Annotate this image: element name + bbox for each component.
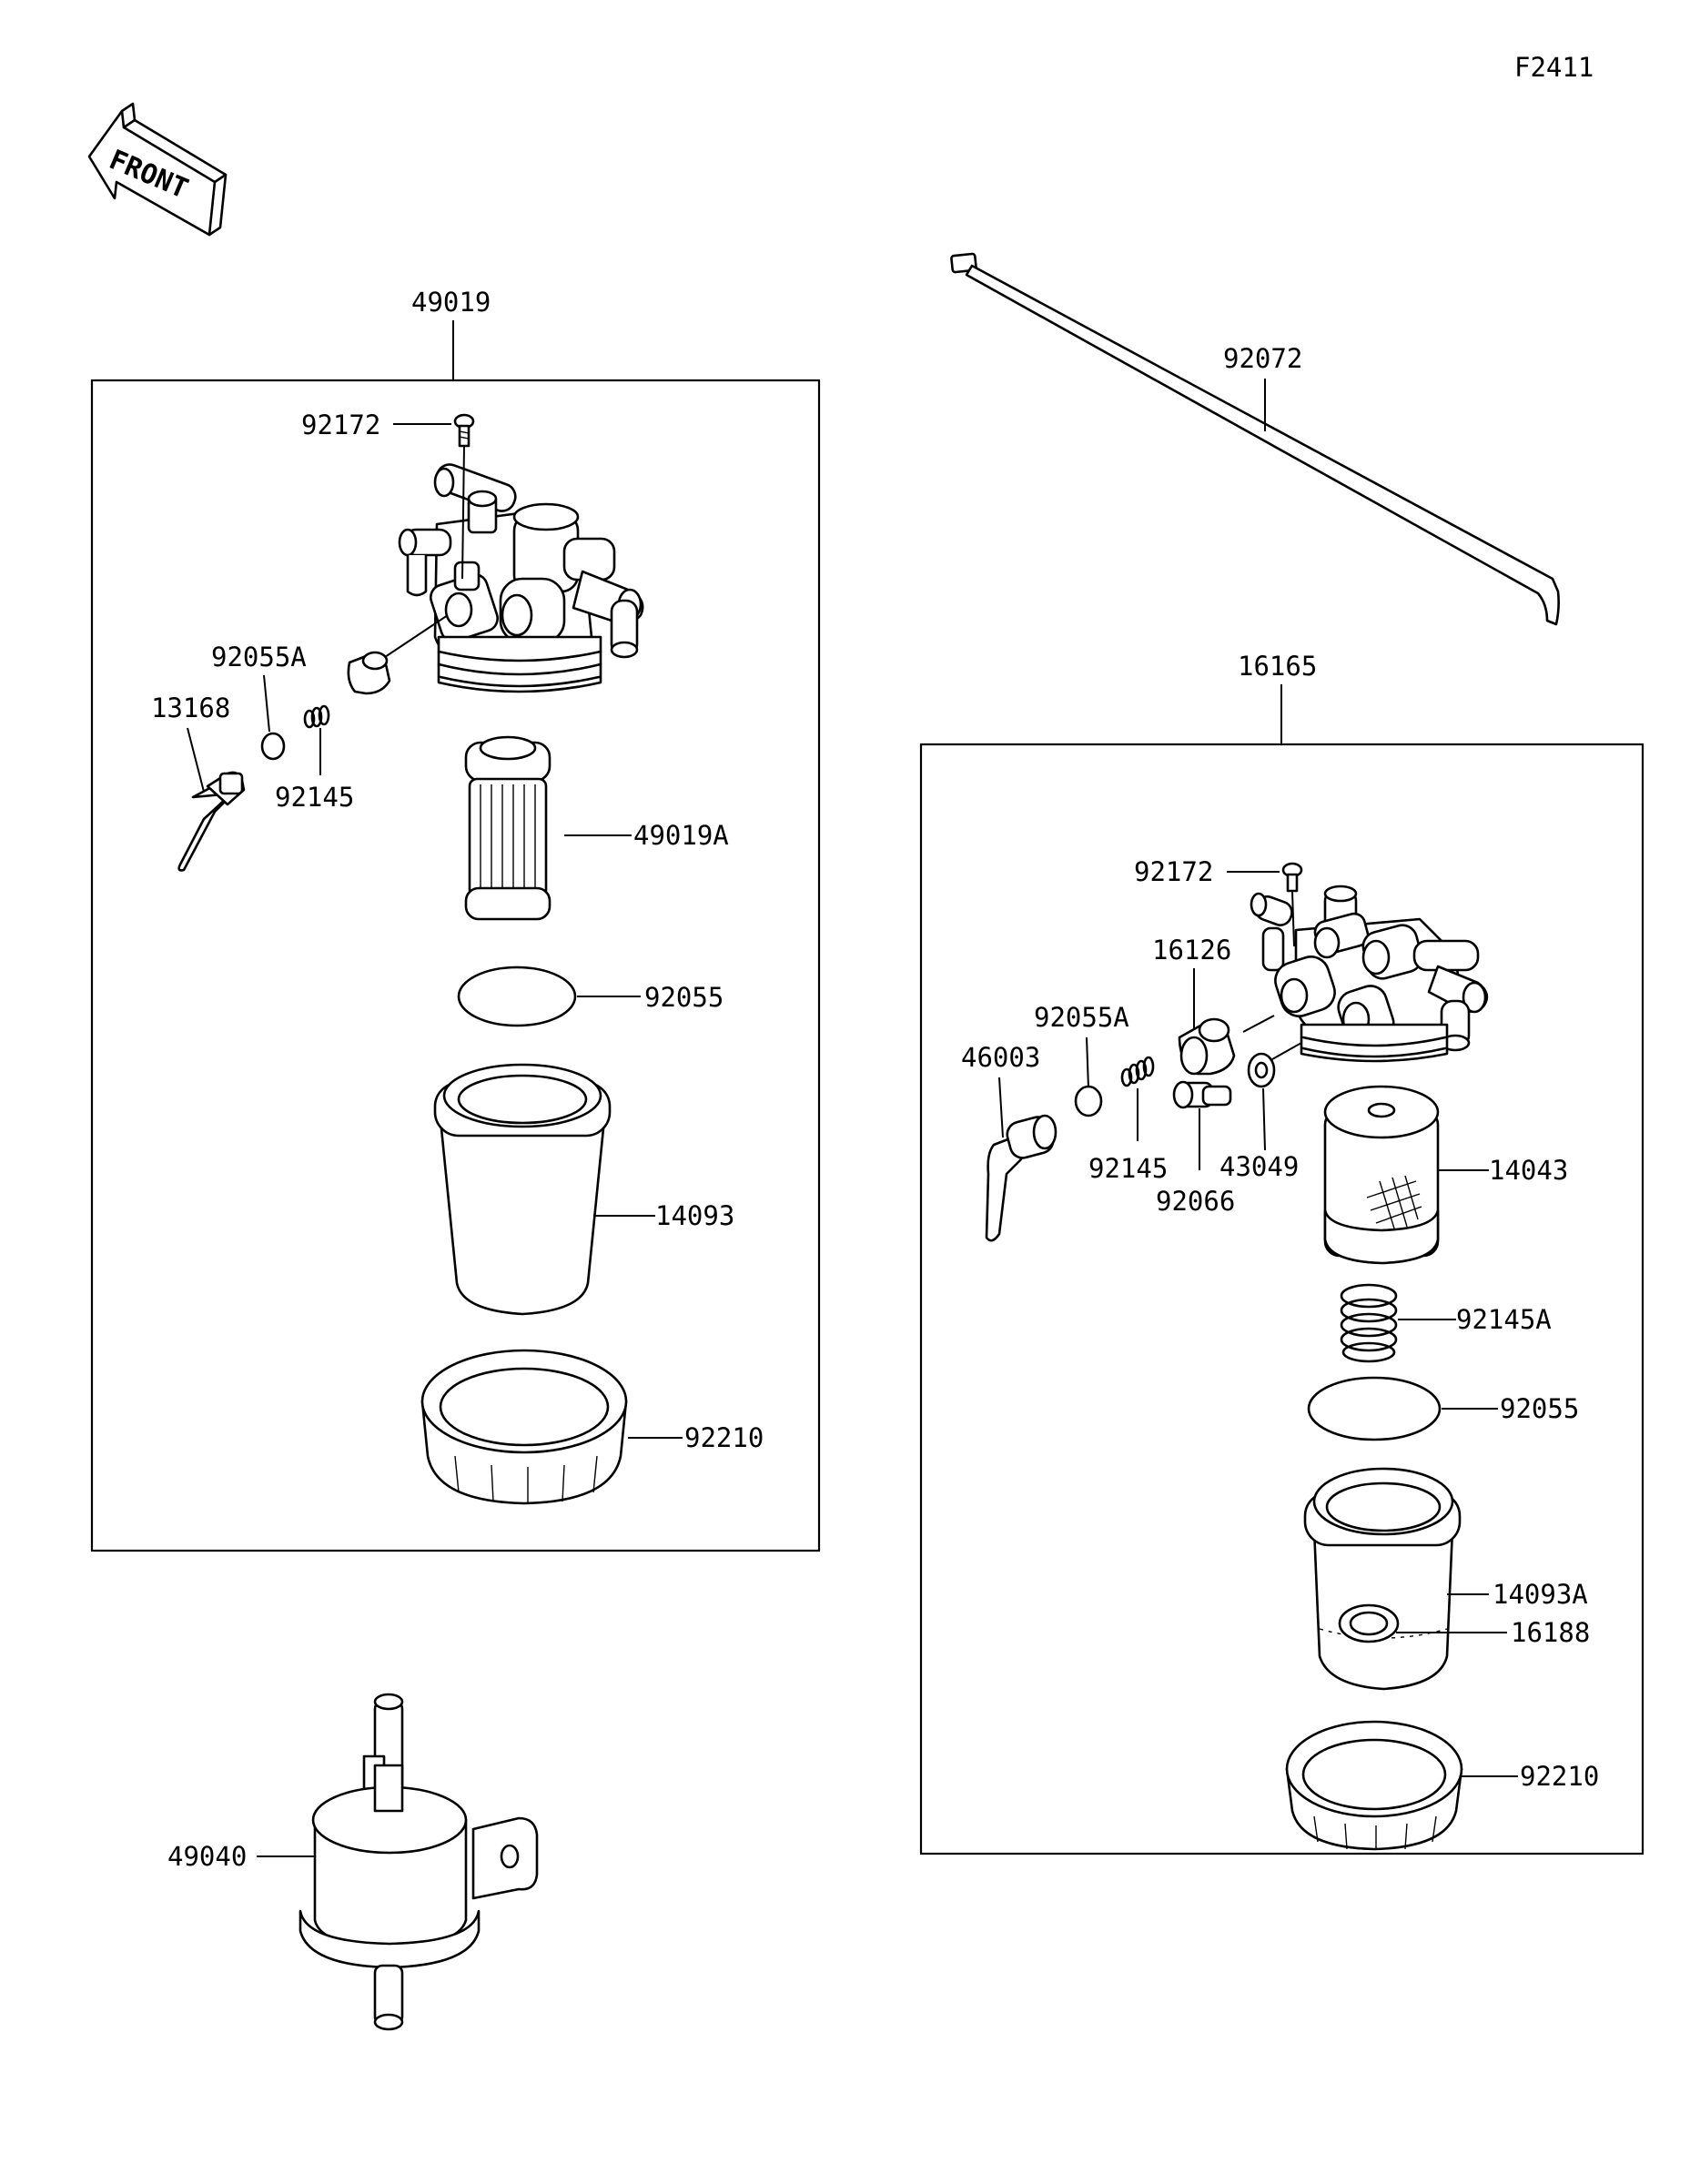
left-assembly: 49019 92172 [90, 287, 821, 1552]
right-spring-icon [1120, 1056, 1155, 1087]
right-label-16126: 16126 [1152, 935, 1231, 966]
left-cap-icon [347, 651, 391, 695]
inline-filter: 49040 [167, 1693, 539, 2031]
inline-filter-icon [299, 1693, 539, 2031]
left-assembly-number: 49019 [411, 287, 491, 318]
right-label-92145: 92145 [1088, 1153, 1168, 1184]
right-float-icon [1338, 1603, 1400, 1643]
right-bowl-icon [1303, 1467, 1462, 1691]
left-label-92055: 92055 [644, 982, 724, 1013]
right-label-92066: 92066 [1156, 1186, 1235, 1217]
left-small-o-ring-icon [260, 732, 286, 761]
left-spring-icon [303, 704, 330, 729]
left-o-ring-icon [457, 966, 577, 1027]
left-label-92210: 92210 [684, 1422, 764, 1453]
right-o-ring-icon [1307, 1376, 1442, 1441]
band-icon [950, 252, 1560, 626]
left-label-92055A: 92055A [211, 642, 307, 672]
right-label-92055A: 92055A [1034, 1002, 1129, 1033]
right-label-92210: 92210 [1520, 1761, 1599, 1792]
right-small-o-ring-icon [1074, 1085, 1103, 1117]
right-washer-icon [1247, 1052, 1276, 1088]
right-label-92055: 92055 [1500, 1393, 1579, 1424]
band-label: 92072 [1223, 343, 1302, 374]
right-filter-element-icon [1323, 1085, 1440, 1265]
front-arrow-icon: FRONT [87, 102, 228, 237]
right-fuel-cock-icon [1250, 885, 1489, 1063]
left-label-13168: 13168 [151, 693, 230, 723]
left-label-92172: 92172 [301, 410, 380, 440]
figure-code: F2411 [1514, 52, 1594, 83]
left-assembly-frame [90, 379, 821, 1552]
band: 92072 [950, 252, 1560, 626]
right-plug-icon [1172, 1080, 1232, 1109]
right-label-14043: 14043 [1489, 1155, 1568, 1186]
right-cap-icon [1178, 1017, 1236, 1076]
right-label-14093A: 14093A [1493, 1579, 1588, 1610]
right-screw-icon [1281, 862, 1303, 893]
left-bowl-icon [433, 1063, 612, 1316]
left-lever-icon [177, 771, 246, 872]
left-fuel-cock-icon [398, 463, 644, 693]
right-assembly-number: 16165 [1238, 651, 1317, 682]
right-label-46003: 46003 [961, 1042, 1040, 1073]
right-spring-a-icon [1340, 1283, 1398, 1363]
right-label-16188: 16188 [1511, 1617, 1590, 1648]
right-label-92145A: 92145A [1456, 1304, 1552, 1335]
left-screw-icon [453, 413, 475, 448]
inline-filter-label: 49040 [167, 1841, 247, 1872]
left-label-92145: 92145 [275, 782, 354, 813]
right-assembly: 16165 92172 [919, 651, 1644, 1855]
left-label-14093: 14093 [655, 1200, 734, 1231]
right-ring-nut-icon [1285, 1720, 1463, 1851]
right-label-43049: 43049 [1219, 1151, 1299, 1182]
right-assembly-frame [919, 743, 1644, 1855]
left-label-49019A: 49019A [633, 820, 729, 851]
right-lever-icon [985, 1114, 1058, 1242]
left-filter-element-icon [464, 735, 552, 921]
left-ring-nut-icon [420, 1349, 628, 1505]
right-label-92172: 92172 [1134, 856, 1213, 887]
